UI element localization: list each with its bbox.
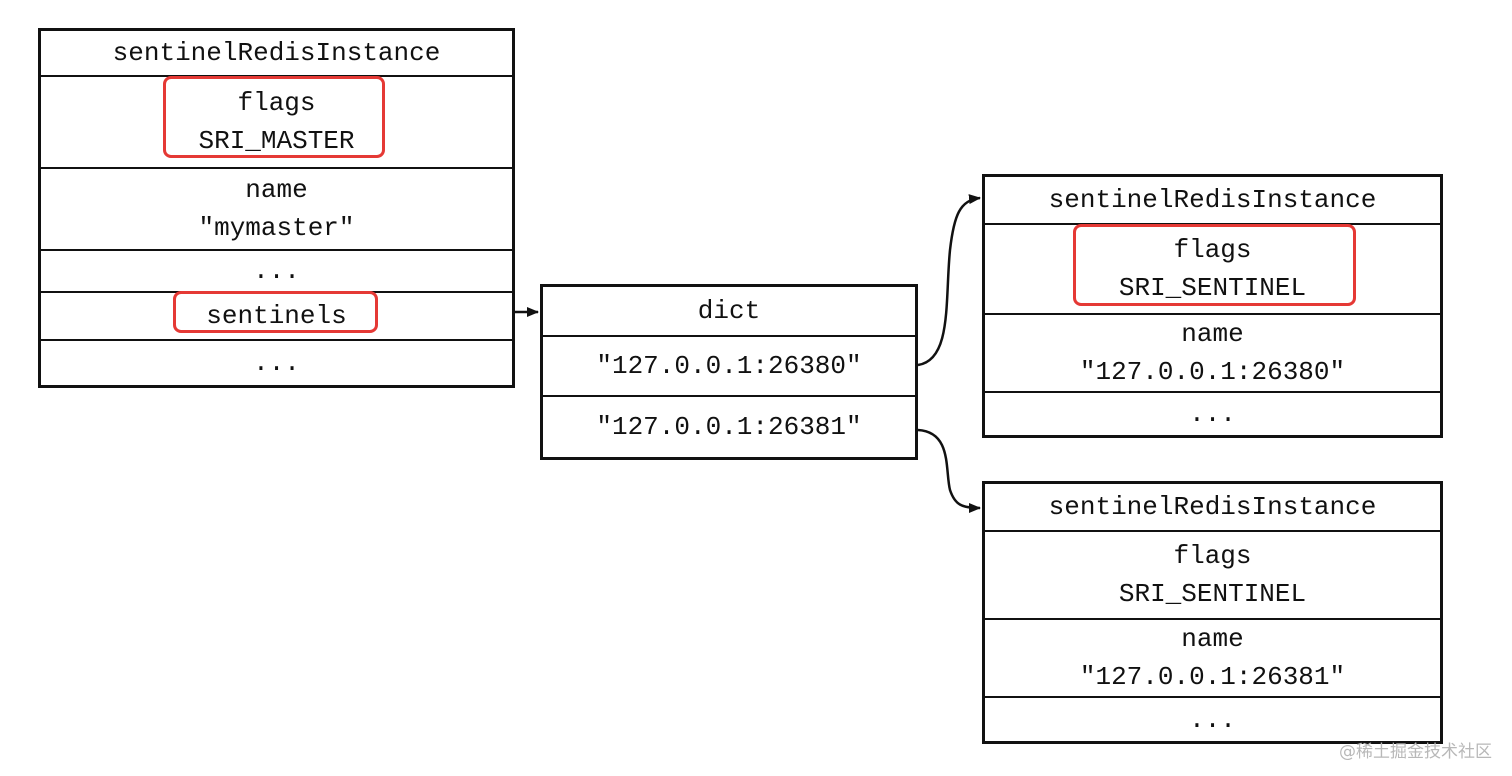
dict-key-row-1: "127.0.0.1:26380" [543, 337, 915, 397]
master-ellipsis-1: ... [253, 256, 300, 286]
sentinel-2-name-row: name "127.0.0.1:26381" [985, 620, 1440, 698]
sentinel-2-ellipsis: ... [1189, 705, 1236, 735]
sentinel-1-table: sentinelRedisInstance flags SRI_SENTINEL… [982, 174, 1443, 438]
sentinel-2-ellipsis-row: ... [985, 698, 1440, 742]
sentinel-1-name-label: name [1181, 319, 1244, 349]
watermark: @稀土掘金技术社区 [1339, 742, 1492, 762]
sentinel-1-flags-label: flags [1173, 235, 1252, 265]
dict-header-row: dict [543, 287, 915, 337]
arrow-key2-to-sentinel-2 [917, 428, 981, 513]
sentinel-2-flags-value: SRI_SENTINEL [1118, 579, 1307, 609]
sentinel-1-header: sentinelRedisInstance [1048, 185, 1377, 215]
sentinel-2-table: sentinelRedisInstance flags SRI_SENTINEL… [982, 481, 1443, 744]
master-sentinels-label: sentinels [206, 301, 347, 331]
dict-key-row-2: "127.0.0.1:26381" [543, 397, 915, 457]
sentinel-2-header-row: sentinelRedisInstance [985, 484, 1440, 532]
sentinel-2-header: sentinelRedisInstance [1048, 492, 1377, 522]
dict-key-1: "127.0.0.1:26380" [596, 351, 862, 381]
sentinel-1-name-value: "127.0.0.1:26380" [1079, 357, 1346, 387]
sentinel-1-flags-row: flags SRI_SENTINEL [985, 225, 1440, 315]
master-flags-row: flags SRI_MASTER [41, 77, 512, 169]
master-name-row: name "mymaster" [41, 169, 512, 251]
master-flags-value: SRI_MASTER [198, 126, 355, 156]
arrow-key1-to-sentinel-1 [917, 194, 981, 367]
sentinel-1-ellipsis-row: ... [985, 393, 1440, 435]
sentinel-1-flags-value: SRI_SENTINEL [1118, 273, 1307, 303]
master-ellipsis-row-2: ... [41, 341, 512, 385]
dict-key-2: "127.0.0.1:26381" [596, 412, 862, 442]
master-sentinels-row: sentinels [41, 293, 512, 341]
sentinel-2-name-label: name [1181, 624, 1244, 654]
dict-header: dict [697, 296, 761, 326]
master-flags-label: flags [237, 88, 316, 118]
sentinel-1-ellipsis: ... [1189, 399, 1236, 429]
master-header: sentinelRedisInstance [112, 38, 441, 68]
master-ellipsis-2: ... [253, 348, 300, 378]
master-name-value: "mymaster" [198, 213, 355, 243]
master-name-label: name [245, 175, 308, 205]
master-instance-table: sentinelRedisInstance flags SRI_MASTER n… [38, 28, 515, 388]
sentinel-2-name-value: "127.0.0.1:26381" [1079, 662, 1346, 692]
sentinel-2-flags-row: flags SRI_SENTINEL [985, 532, 1440, 620]
sentinel-1-name-row: name "127.0.0.1:26380" [985, 315, 1440, 393]
dict-table: dict "127.0.0.1:26380" "127.0.0.1:26381" [540, 284, 918, 460]
sentinel-2-flags-label: flags [1173, 541, 1252, 571]
